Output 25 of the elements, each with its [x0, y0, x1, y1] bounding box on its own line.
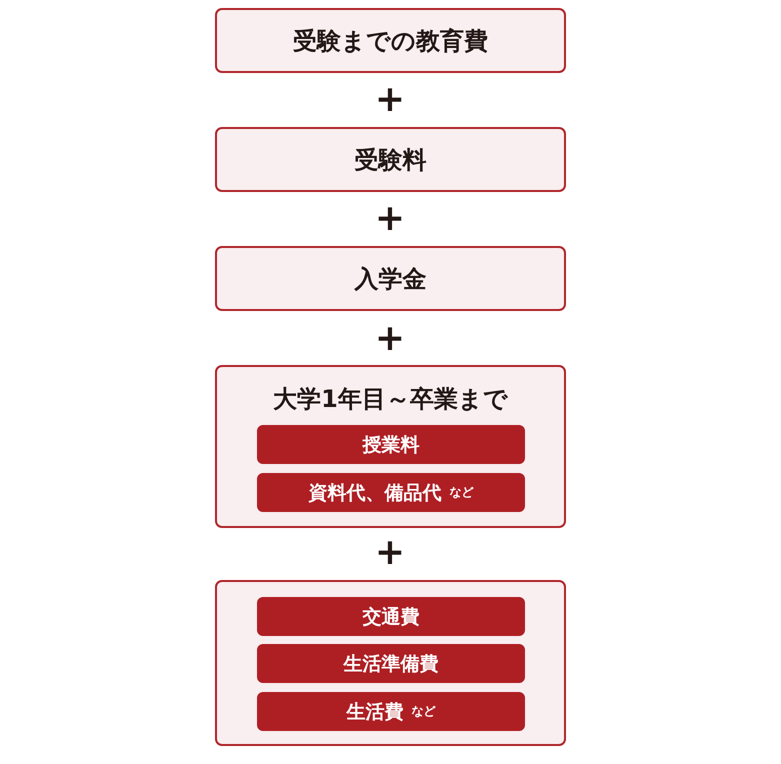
note-text: など — [412, 703, 436, 720]
item-bar — [257, 473, 525, 512]
box-label: 入学金 — [354, 264, 426, 294]
plus-sign: + — [374, 82, 406, 118]
box-label: 生活準備費 — [344, 652, 438, 676]
box-label: 授業料 — [362, 432, 420, 458]
cost-box — [215, 8, 566, 73]
item-bar — [257, 644, 525, 683]
cost-box — [215, 246, 566, 311]
cost-box — [215, 127, 566, 192]
group-box — [215, 580, 566, 746]
box-label: 生活費 — [346, 700, 404, 724]
box-label: 受験までの教育費 — [293, 26, 488, 56]
cost-box — [215, 365, 566, 528]
plus-sign: + — [374, 201, 406, 237]
item-bar — [257, 597, 525, 636]
item-bar — [257, 425, 525, 464]
plus-sign: + — [374, 535, 406, 571]
box-label: 資料代、備品代 — [308, 480, 442, 506]
box-label: 受験料 — [354, 144, 426, 176]
note-text: など — [450, 484, 474, 501]
box-label: 交通費 — [362, 604, 420, 630]
box-heading: 大学1年目～卒業まで — [272, 384, 509, 415]
item-bar — [257, 692, 525, 731]
plus-sign: + — [374, 321, 406, 357]
